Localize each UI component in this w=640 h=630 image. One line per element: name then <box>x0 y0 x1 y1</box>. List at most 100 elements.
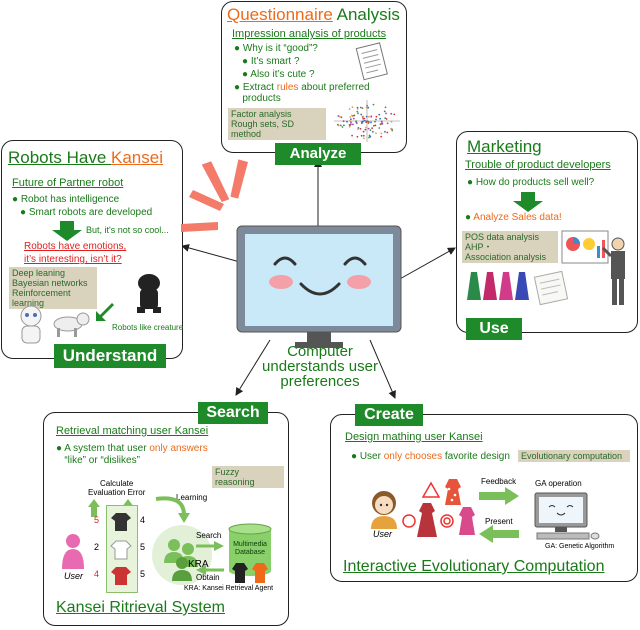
emphasis-rays <box>181 159 249 232</box>
scatter-dot <box>366 104 368 107</box>
user-person-icon <box>62 534 84 569</box>
analyze-bullet-2: ● Extract rules about preferred products <box>234 82 370 104</box>
scatter-dot <box>361 107 364 109</box>
center-line-1: Computer <box>287 343 353 360</box>
scatter-dot <box>361 121 364 123</box>
scatter-dot <box>352 123 354 126</box>
marketing-subtitle: Trouble of product developers <box>465 159 611 171</box>
scatter-dot <box>370 115 373 118</box>
scatter-dot <box>365 126 367 129</box>
robots-emotions-line1: Robots have emotions, <box>24 241 127 252</box>
down-arrow-icon <box>52 221 82 241</box>
scatter-dot <box>365 121 368 123</box>
questionnaire-paper-icon <box>355 42 388 81</box>
present-label: Present <box>485 517 513 526</box>
search-method-tag: Fuzzy reasoning <box>212 466 284 488</box>
scatter-dot <box>343 124 345 127</box>
analyze-subtitle: Impression analysis of products <box>232 28 387 40</box>
scatter-plot-icon <box>334 100 400 142</box>
create-footer: Interactive Evolutionary Computation <box>343 558 605 575</box>
kra-label: KRA <box>188 559 209 570</box>
kra-definition: KRA: Kansei Retrieval Agent <box>184 585 274 592</box>
scatter-dot <box>368 136 370 139</box>
center-caption: Computer understands user preferences <box>250 344 390 389</box>
shirt-pattern-icon <box>111 567 131 585</box>
create-method-tag: Evolutionary computation <box>518 450 630 462</box>
analyze-panel: Questionnaire Analysis Impression analys… <box>221 1 407 153</box>
scatter-dot <box>368 134 371 137</box>
scatter-dot <box>386 122 389 125</box>
scatter-dot <box>375 118 377 121</box>
user-score-1: 5 <box>94 515 100 525</box>
computer-monitor-icon <box>236 225 402 348</box>
scatter-dot <box>341 126 344 128</box>
scatter-dot <box>380 120 383 123</box>
scatter-dot <box>359 127 362 130</box>
scatter-dot <box>384 117 387 120</box>
use-label: Use <box>466 318 522 340</box>
create-subtitle: Design mathing user Kansei <box>345 431 483 443</box>
user-score-2: 2 <box>94 542 100 552</box>
design-candidates-icon <box>402 479 475 537</box>
scatter-dot <box>393 113 396 116</box>
search-bullet-1: ● A system that user only answers “like”… <box>56 443 208 466</box>
scatter-dot <box>365 115 368 118</box>
scatter-dot <box>365 106 368 109</box>
ga-computer-icon <box>534 492 600 540</box>
marketing-title: Marketing <box>467 137 542 156</box>
scatter-dot <box>348 108 351 110</box>
down-arrow-icon <box>513 192 543 212</box>
scatter-dot <box>390 112 393 115</box>
ga-operation-label: GA operation <box>535 479 582 488</box>
scatter-dot <box>380 135 383 138</box>
scatter-dot <box>346 120 348 123</box>
scatter-dot <box>364 128 367 131</box>
analyze-label: Analyze <box>275 143 361 165</box>
robots-bullet-1a: ● Smart robots are developed <box>20 207 153 218</box>
scatter-dot <box>349 116 352 118</box>
scatter-dot <box>363 137 365 140</box>
scatter-dot <box>350 121 352 124</box>
scatter-dot <box>340 116 343 119</box>
scatter-dot <box>381 122 383 124</box>
scatter-dot <box>351 106 354 109</box>
kra-score-2: 5 <box>140 542 146 552</box>
feedback-label: Feedback <box>481 477 517 486</box>
obtain-arrow-label: Obtain <box>196 573 220 582</box>
feedback-arrow-icon <box>479 487 519 505</box>
kra-score-1: 4 <box>140 515 146 525</box>
create-user-label: User <box>373 529 393 539</box>
shirt-dark-icon <box>111 513 131 531</box>
scatter-dot <box>367 120 370 123</box>
understand-label: Understand <box>54 344 166 368</box>
ga-definition: GA: Genetic Algorithm <box>545 543 615 550</box>
scatter-dot <box>364 119 366 122</box>
scatter-dot <box>336 123 339 126</box>
scatter-dot <box>348 125 351 128</box>
scatter-dot <box>375 115 378 118</box>
scatter-dot <box>375 132 377 135</box>
robots-title: Robots Have Kansei <box>8 148 163 167</box>
scatter-dot <box>349 120 351 122</box>
scatter-dot <box>362 115 365 118</box>
create-label: Create <box>355 404 423 426</box>
scatter-dot <box>390 127 393 130</box>
scatter-dot <box>342 120 345 123</box>
scatter-dot <box>371 127 373 130</box>
present-arrow-icon <box>479 525 519 543</box>
scatter-dot <box>386 131 389 134</box>
marketing-panel: Marketing Trouble of product developers … <box>456 131 638 333</box>
scatter-dot <box>356 106 359 109</box>
scatter-dot <box>359 106 362 109</box>
analyze-title-questionnaire: Questionnaire <box>227 5 333 24</box>
scatter-dot <box>339 124 342 127</box>
scatter-dot <box>384 106 387 109</box>
scatter-dot <box>384 130 386 133</box>
scatter-dot <box>378 113 381 116</box>
robots-emotions-line2: it’s interesting, isn’t it? <box>24 254 122 265</box>
scatter-dot <box>372 131 374 133</box>
create-bullet-1: ● User only chooses favorite design <box>351 451 510 462</box>
scatter-dot <box>380 132 383 135</box>
scatter-dot <box>353 114 356 117</box>
